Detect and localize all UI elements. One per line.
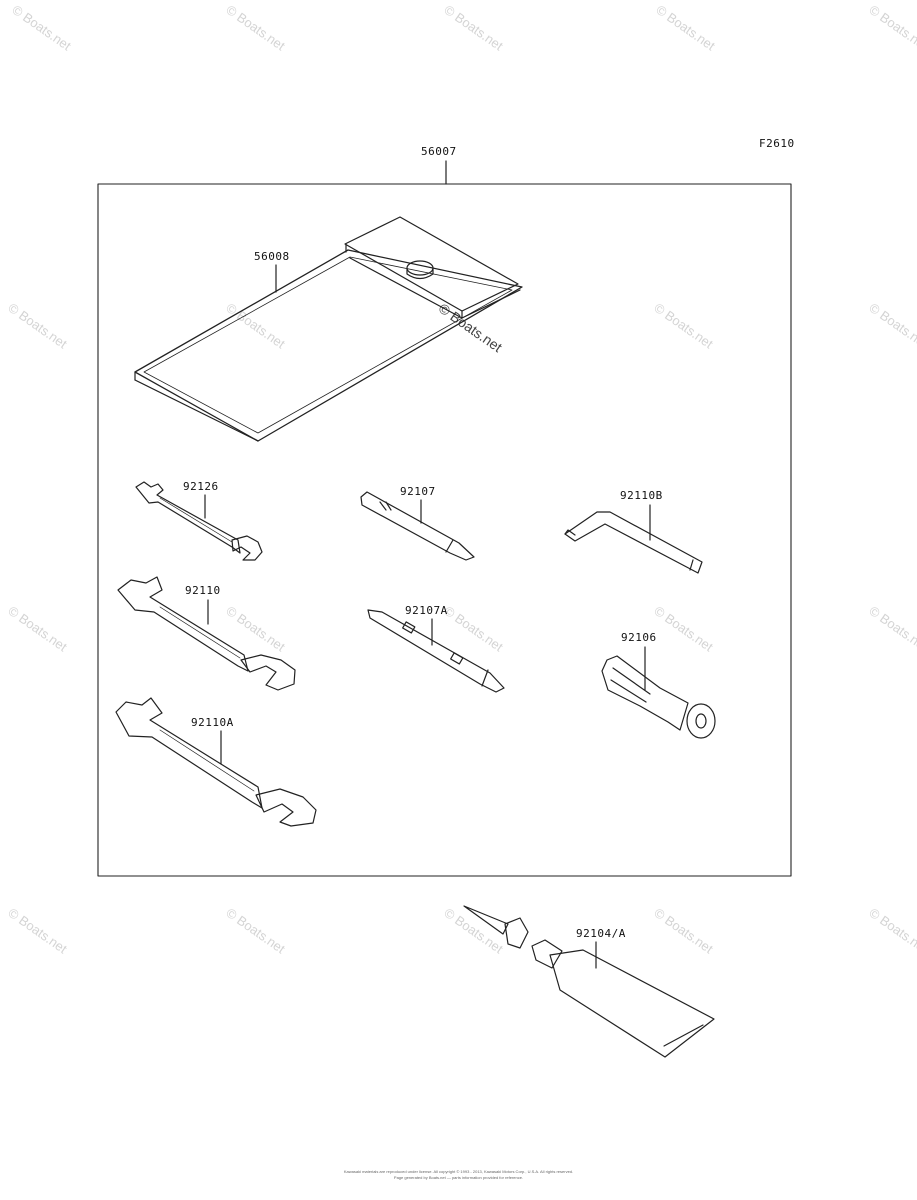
- screwdriver-92107A-drawing: [367, 609, 505, 693]
- label-92110: 92110: [185, 584, 221, 597]
- copyright-footer: Kawasaki materials are reproduced under …: [0, 1169, 917, 1181]
- label-92110A: 92110A: [191, 716, 234, 729]
- label-56008: 56008: [254, 250, 290, 263]
- tool-bag-drawing: [134, 216, 523, 442]
- label-92106: 92106: [621, 631, 657, 644]
- label-92107: 92107: [400, 485, 436, 498]
- wrench-92110-drawing: [117, 576, 296, 691]
- label-92110B: 92110B: [620, 489, 663, 502]
- wrench-92126-drawing: [135, 481, 263, 561]
- screwdriver-92107-drawing: [360, 491, 475, 561]
- label-92104A: 92104/A: [576, 927, 626, 940]
- tool-kit-frame: [97, 183, 792, 877]
- label-92126: 92126: [183, 480, 219, 493]
- label-92107A: 92107A: [405, 604, 448, 617]
- footer-line-2: Page generated by Boats.net — parts info…: [393, 1175, 524, 1180]
- handle-92106-drawing: [601, 655, 716, 739]
- figure-code: F2610: [759, 137, 795, 150]
- hex-key-92110B-drawing: [564, 511, 703, 574]
- label-56007: 56007: [421, 145, 457, 158]
- wrench-92110A-drawing: [115, 697, 317, 827]
- footer-line-1: Kawasaki materials are reproduced under …: [343, 1169, 574, 1174]
- grease-tube-92104A-drawing: [463, 905, 715, 1058]
